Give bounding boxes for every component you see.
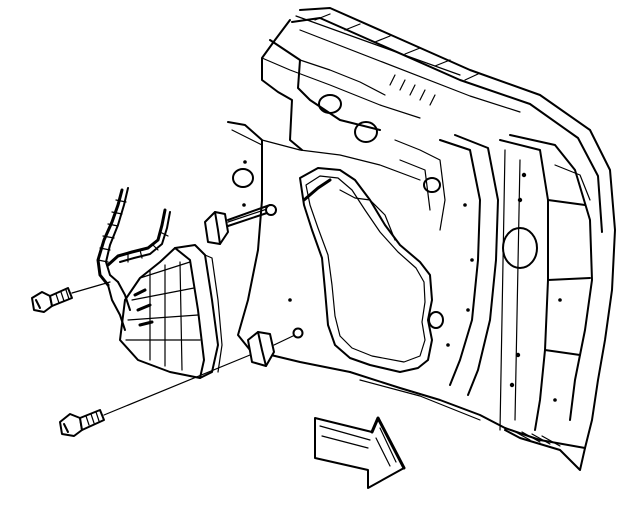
wire-harness (96, 187, 171, 331)
screw-icon (31, 287, 73, 313)
direction-arrow-icon (314, 416, 406, 489)
screw-icon (59, 409, 105, 437)
control-module (119, 244, 223, 379)
door-inner-panel (227, 7, 616, 471)
upper-screw (31, 281, 111, 313)
lower-screw (59, 354, 251, 437)
upper-bracket (204, 204, 277, 245)
lower-bracket (247, 327, 304, 367)
